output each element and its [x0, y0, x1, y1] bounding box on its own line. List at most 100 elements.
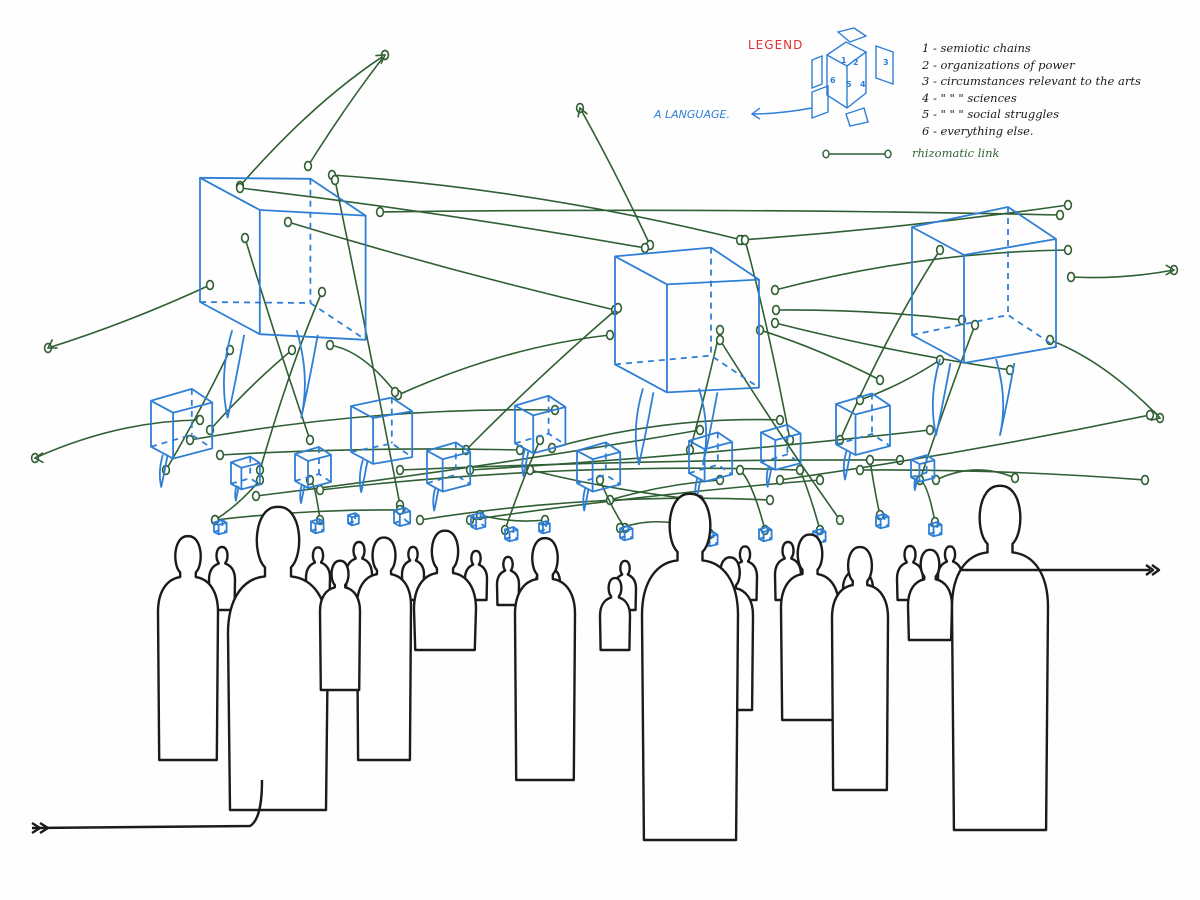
cube-tentacle	[995, 358, 1016, 436]
rhizomatic-link	[214, 479, 261, 521]
cube-tentacle	[299, 483, 306, 504]
cube-hidden-edges	[619, 534, 634, 539]
legend-face-front	[811, 84, 829, 120]
cube-tentacle	[582, 487, 590, 512]
cube-hidden-edges	[310, 527, 325, 532]
rhizomatic-link	[219, 448, 521, 456]
person-mid	[779, 533, 841, 722]
rhizomatic-link	[34, 419, 201, 459]
rhizomatic-link	[774, 249, 1069, 291]
link-node	[325, 339, 335, 351]
link-node	[884, 149, 892, 159]
rhizomatic-link	[774, 322, 1011, 371]
rhizomatic-link	[739, 204, 1069, 241]
cube-top-face	[688, 431, 734, 451]
link-node	[970, 319, 980, 331]
tiny-cube	[347, 512, 360, 527]
rhizomatic-link	[334, 179, 401, 506]
tiny-cube	[310, 518, 325, 535]
link-node	[925, 424, 935, 436]
large-cube	[911, 206, 1057, 436]
person-mid	[355, 536, 413, 762]
legend-list: 1 - semiotic chains 2 - organizations of…	[922, 40, 1141, 139]
link-node	[715, 324, 725, 336]
tiny-cube	[213, 519, 228, 536]
rhizomatic-link	[329, 344, 396, 393]
small-cube	[294, 446, 332, 504]
cube-tentacle	[842, 450, 852, 481]
rhizomatic-link	[551, 418, 781, 449]
link-node	[715, 334, 725, 346]
cube-tentacle	[223, 329, 246, 419]
cube-top-face	[760, 423, 802, 442]
arrowhead	[33, 452, 44, 464]
link-node	[415, 514, 425, 526]
tiny-cube	[538, 520, 551, 535]
link-node	[770, 317, 780, 329]
cube-face-number: 5	[846, 80, 852, 89]
rhizomatic-link	[419, 497, 771, 521]
cube-hidden-edges	[911, 314, 1057, 348]
tiny-cube	[758, 526, 773, 543]
language-cubes	[150, 176, 1057, 548]
link-node	[770, 284, 780, 296]
people-silhouettes	[31, 484, 1161, 842]
cube-face-number: 6	[830, 76, 836, 85]
legend-link-label: rhizomatic link	[912, 146, 1000, 160]
legend-face-bottom	[845, 107, 869, 127]
link-node	[935, 244, 945, 256]
link-node	[740, 234, 750, 246]
legend-title: LEGEND	[748, 38, 804, 52]
person-mid	[830, 545, 890, 792]
person-mid	[906, 548, 954, 642]
floor-line	[31, 779, 264, 830]
rhizomatic-link	[1070, 269, 1175, 279]
cube-top-face	[835, 392, 891, 416]
rhizomatic-link	[244, 237, 311, 441]
rhizomatic-link	[239, 187, 646, 249]
legend-face-right	[875, 45, 894, 85]
link-node	[287, 344, 297, 356]
rhizomatic-link	[259, 291, 323, 471]
link-node	[395, 464, 405, 476]
link-node	[1010, 472, 1020, 484]
rhizomatic-link-icon	[822, 149, 892, 159]
cube-tentacle	[913, 477, 919, 491]
legend-item: 2 - organizations of power	[922, 57, 1075, 72]
cube-hidden-edges	[614, 354, 760, 389]
cube-hidden-edges	[213, 528, 228, 533]
link-node	[375, 206, 385, 218]
cube-tentacle	[931, 358, 952, 436]
cube-face-number: 4	[860, 80, 866, 89]
medium-cube	[514, 394, 567, 477]
cube-face-number: 2	[853, 58, 859, 67]
horizon-arrowhead	[1145, 564, 1161, 576]
person-mid	[412, 529, 478, 652]
medium-cube	[150, 387, 214, 488]
cube-tentacle	[521, 448, 530, 477]
legend-item: 1 - semiotic chains	[922, 41, 1031, 55]
rhizomatic-link	[689, 329, 721, 451]
arrowhead	[375, 54, 387, 64]
cube-hidden-edges	[875, 522, 890, 527]
arrowhead	[1165, 264, 1176, 276]
link-node	[895, 454, 905, 466]
cube-hidden-edges	[758, 535, 773, 540]
cube-top-face	[230, 455, 261, 469]
person-near	[950, 484, 1050, 832]
link-node	[695, 424, 705, 436]
rhizomatic-link	[759, 329, 881, 381]
person-mid	[513, 536, 577, 782]
rhizomatic-link	[319, 467, 801, 491]
cube-hidden-edges	[688, 463, 733, 476]
person-near	[226, 505, 330, 812]
legend-language-arrow	[750, 107, 813, 120]
tiny-cube	[619, 525, 634, 542]
link-node	[315, 484, 325, 496]
rhizomatic-link	[379, 209, 1061, 216]
legend-item: 4 - " " " sciences	[922, 90, 1017, 105]
rhizomatic-link	[775, 309, 963, 321]
link-node	[755, 324, 765, 336]
rhizomatic-link	[869, 459, 881, 516]
